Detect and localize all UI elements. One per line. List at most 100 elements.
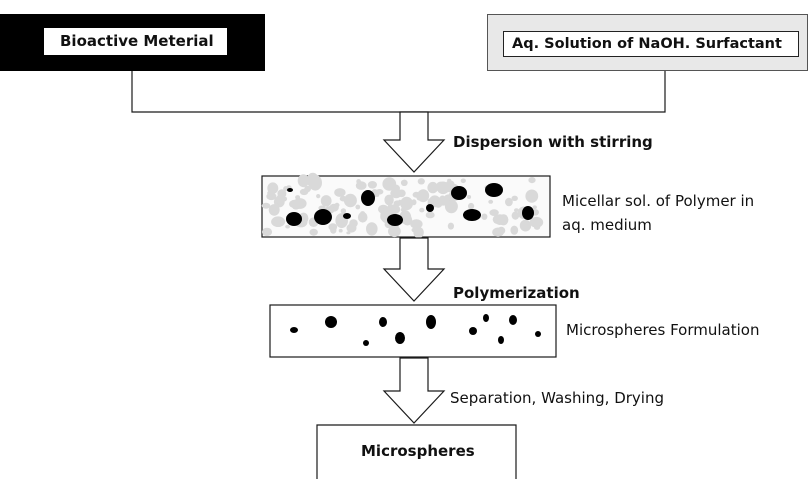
speckle-dot: [346, 231, 351, 235]
microsphere-particle: [483, 314, 489, 322]
speckle-dot: [320, 195, 332, 207]
micellar-particles: [286, 183, 534, 226]
speckle-dot: [417, 189, 430, 203]
speckle-dot: [285, 224, 290, 229]
micellar-solution-box: [261, 172, 551, 239]
micelle-particle: [286, 212, 302, 226]
speckle-dot: [511, 195, 518, 201]
speckle-dot: [494, 214, 506, 226]
polymerization-step-label: Polymerization: [453, 284, 580, 302]
microspheres-product-box: [316, 424, 517, 479]
micelle-particle: [314, 209, 332, 225]
microsphere-particle: [469, 327, 477, 335]
speckle-dot: [316, 194, 321, 199]
speckle-dot: [411, 227, 417, 233]
speckle-dot: [390, 188, 403, 199]
speckle-dot: [481, 213, 488, 220]
aq-solution-box: Aq. Solution of NaOH. Surfactant: [487, 14, 808, 71]
dispersion-step-label: Dispersion with stirring: [453, 133, 653, 151]
speckle-dot: [510, 225, 519, 235]
microsphere-particle: [395, 332, 405, 344]
speckle-dot: [417, 178, 425, 185]
flow-arrow-1: [382, 111, 446, 173]
speckle-dot: [330, 226, 337, 234]
speckle-dot: [534, 224, 541, 230]
speckle-dot: [400, 179, 408, 186]
speckle-dot: [283, 186, 289, 192]
speckle-dot: [436, 181, 450, 195]
microsphere-particle: [535, 331, 541, 337]
microsphere-particle: [426, 315, 436, 329]
speckle-dot: [309, 228, 318, 236]
speckle-dot: [277, 189, 287, 198]
speckle-dot: [261, 202, 271, 209]
speckle-dot: [289, 199, 301, 209]
speckle-dot: [355, 181, 367, 190]
speckle-dot: [529, 216, 544, 228]
formulation-particles: [290, 314, 541, 346]
speckle-dot: [402, 214, 413, 226]
speckle-dot: [528, 177, 536, 184]
speckle-dot: [297, 174, 310, 188]
aq-solution-label: Aq. Solution of NaOH. Surfactant: [503, 31, 799, 57]
speckle-dot: [519, 219, 532, 232]
micelle-particle: [451, 186, 467, 200]
microspheres-formulation-box: [269, 304, 557, 358]
speckle-dot: [505, 197, 513, 207]
speckle-dot: [425, 211, 435, 219]
speckle-dot: [400, 196, 413, 211]
speckle-dot: [488, 199, 494, 204]
speckle-dot: [306, 172, 319, 188]
micellar-label-line2: aq. medium: [562, 216, 652, 234]
speckle-dot: [468, 202, 475, 210]
microsphere-particle: [325, 316, 337, 328]
speckle-dot: [393, 200, 402, 207]
speckle-dot: [271, 216, 286, 227]
micelle-particle: [426, 204, 434, 212]
microsphere-particle: [290, 327, 298, 333]
micelle-particle: [522, 206, 534, 220]
micelle-particle: [287, 188, 293, 192]
speckle-dot: [427, 181, 439, 194]
speckle-dot: [466, 195, 472, 199]
connector-line: [131, 71, 666, 113]
micelle-particle: [463, 209, 481, 221]
speckle-dot: [304, 185, 311, 193]
speckle-dot: [366, 222, 378, 236]
formulation-label: Microspheres Formulation: [566, 321, 760, 339]
speckle-dot: [525, 189, 539, 203]
micelle-particle: [387, 214, 403, 226]
microsphere-particle: [363, 340, 369, 346]
microspheres-product-label: Microspheres: [361, 442, 475, 460]
flow-arrow-2: [382, 237, 446, 302]
speckle-dot: [357, 212, 368, 223]
bioactive-material-label: Bioactive Meterial: [44, 28, 227, 55]
speckle-dot: [343, 193, 357, 208]
speckle-dot: [267, 190, 273, 196]
micelle-particle: [361, 190, 375, 206]
speckle-dot: [511, 211, 520, 220]
speckle-dot: [334, 202, 340, 208]
speckle-dot: [355, 204, 361, 210]
speckle-dot: [532, 205, 537, 210]
speckle-dot: [419, 207, 425, 213]
separation-step-label: Separation, Washing, Drying: [450, 389, 664, 407]
speckle-dot: [410, 219, 423, 229]
microsphere-particle: [379, 317, 387, 327]
speckle-dot: [388, 206, 393, 212]
speckle-dot: [489, 209, 499, 217]
bioactive-material-box: Bioactive Meterial: [0, 14, 265, 71]
speckle-dot: [447, 222, 454, 230]
speckle-dot: [497, 226, 506, 235]
speckle-dot: [437, 196, 450, 206]
microsphere-particle: [498, 336, 504, 344]
speckle-dot: [338, 228, 343, 233]
microsphere-particle: [509, 315, 517, 325]
speckle-dot: [514, 208, 519, 213]
speckle-dot: [261, 227, 273, 237]
speckle-dot: [268, 204, 280, 216]
speckle-dot: [349, 219, 358, 228]
micellar-label-line1: Micellar sol. of Polymer in: [562, 192, 755, 210]
speckle-dot: [447, 178, 452, 183]
